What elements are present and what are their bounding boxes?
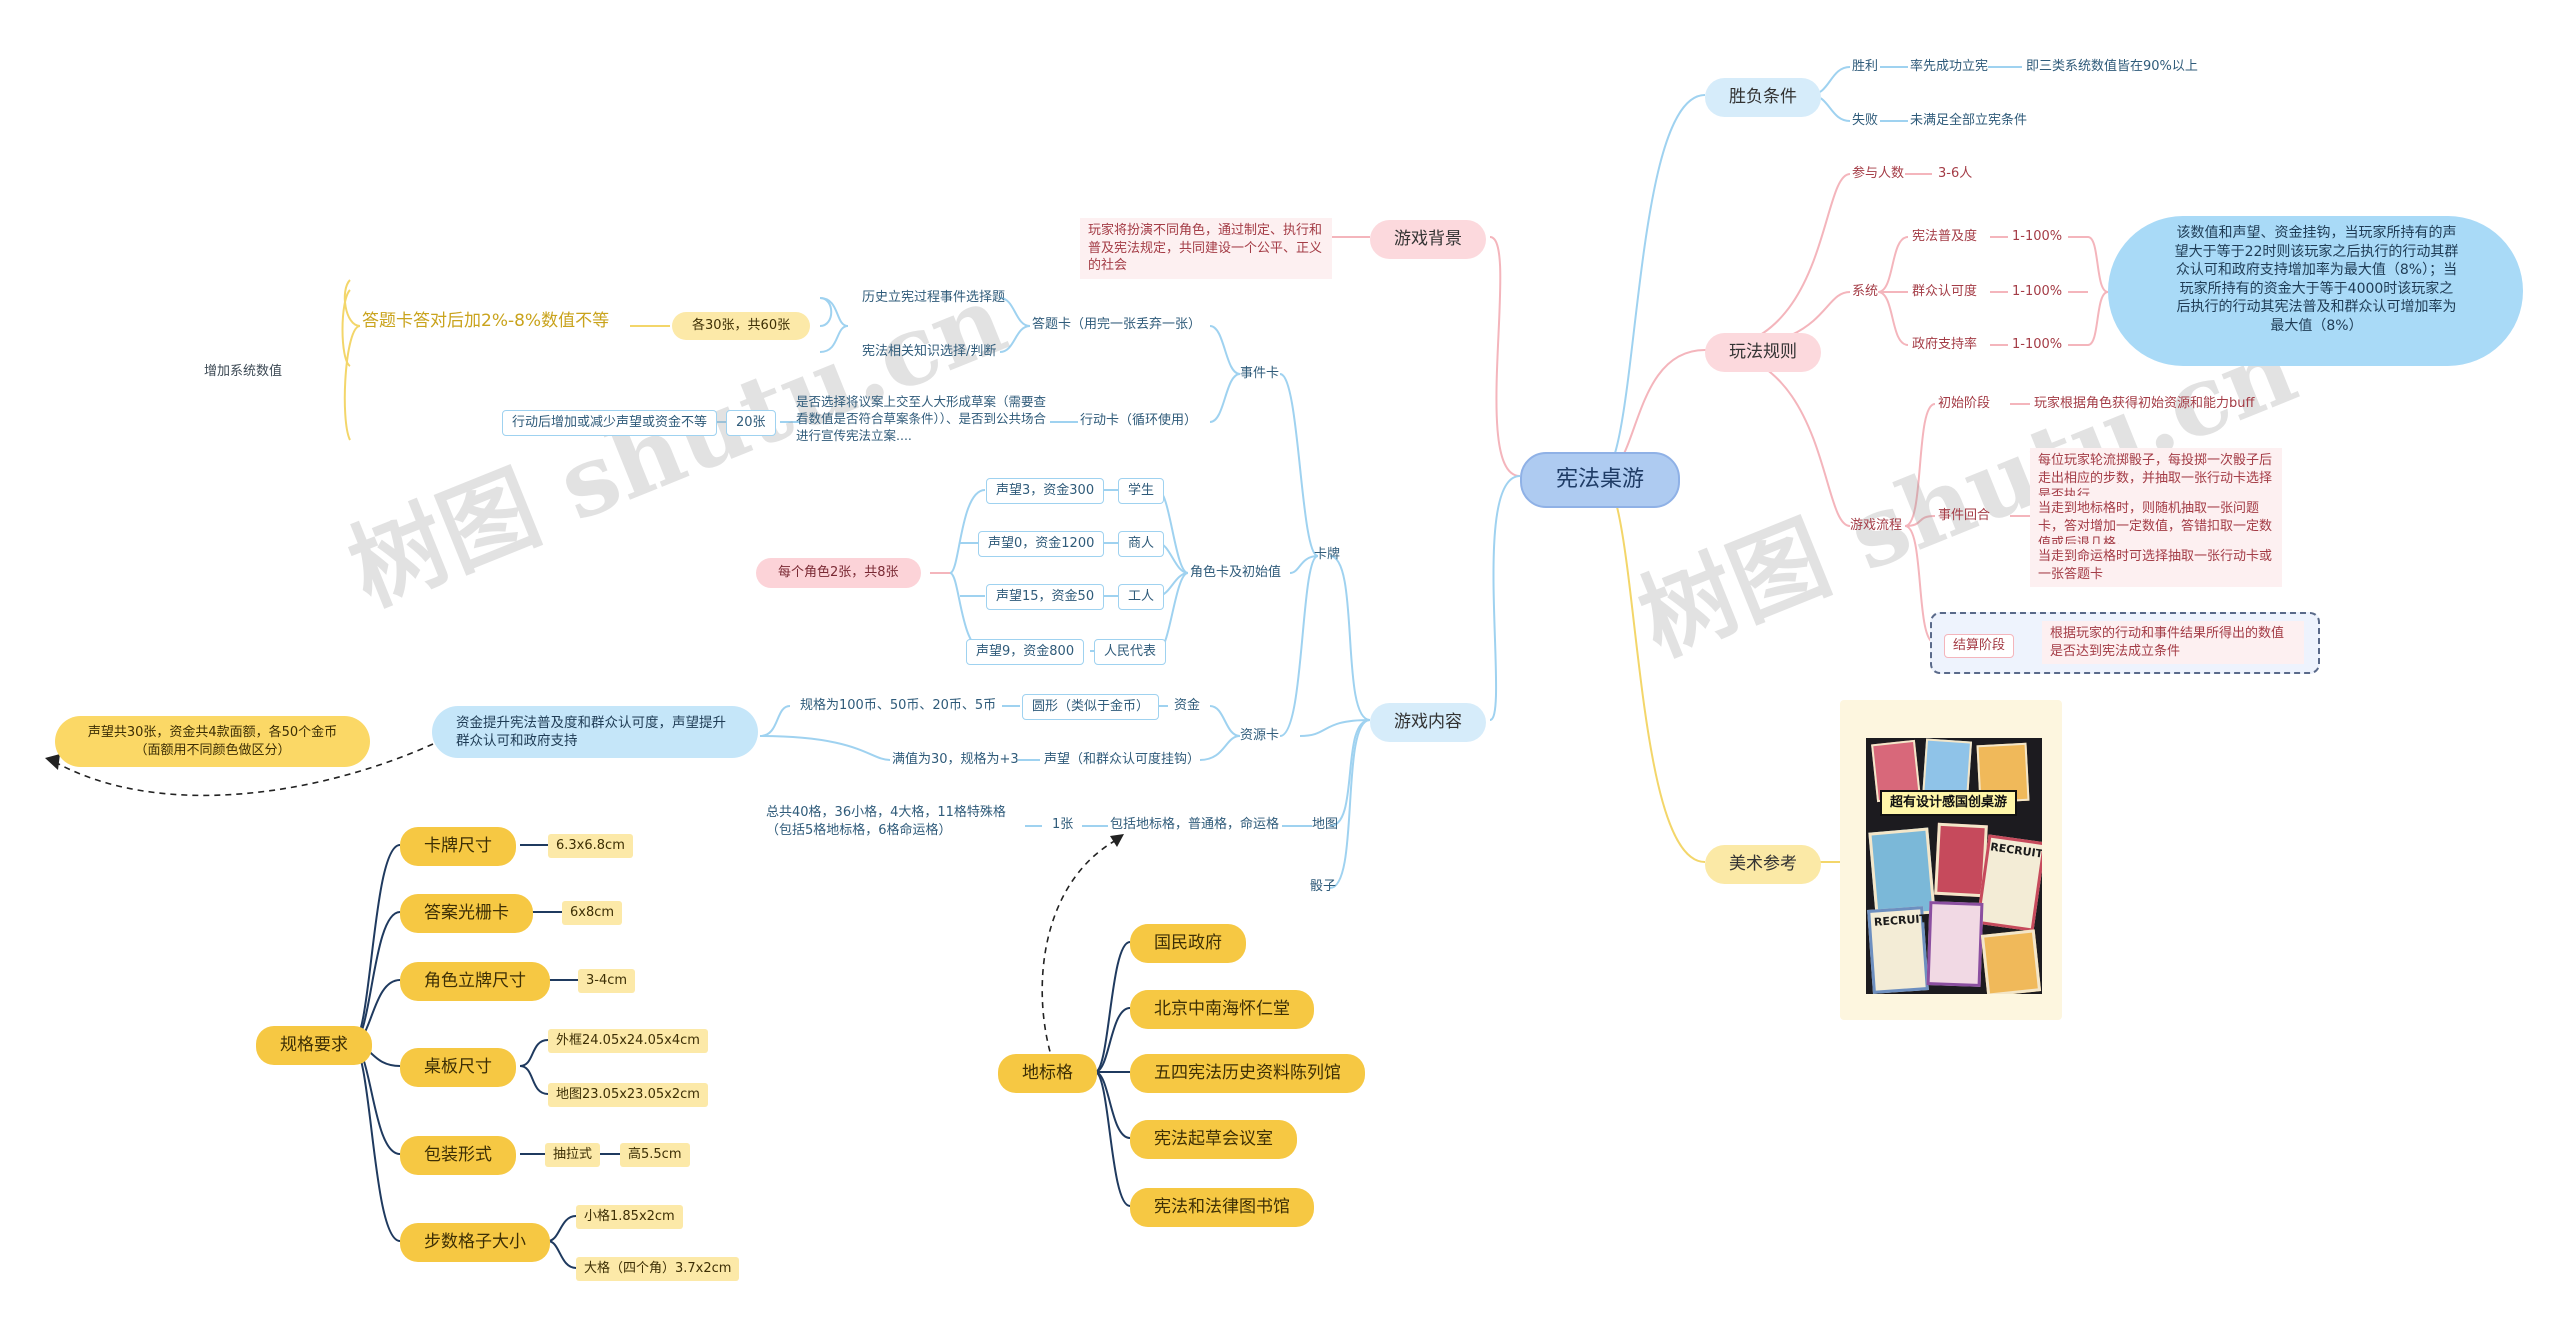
quiz-bonus[interactable]: 答题卡答对后加2%-8%数值不等 — [362, 311, 610, 331]
step-size-label[interactable]: 步数格子大小 — [400, 1223, 550, 1262]
players-label[interactable]: 参与人数 — [1852, 166, 1905, 181]
role-name-2[interactable]: 商人 — [1118, 531, 1165, 557]
board-outer-value[interactable]: 外框24.05x24.05x4cm — [548, 1029, 708, 1053]
event-card-label[interactable]: 事件卡 — [1240, 366, 1280, 381]
stat-name-3[interactable]: 政府支持率 — [1912, 337, 1978, 352]
stat-name-1[interactable]: 宪法普及度 — [1912, 229, 1978, 244]
init-text[interactable]: 玩家根据角色获得初始资源和能力buff — [2034, 396, 2255, 411]
role-init-3[interactable]: 声望15，资金50 — [986, 584, 1105, 610]
quiz-source-2[interactable]: 宪法相关知识选择/判断 — [862, 344, 997, 359]
art-node[interactable]: 美术参考 — [1705, 845, 1821, 884]
map-description[interactable]: 总共40格，36小格，4大格，11格特殊格（包括5格地标格，6格命运格） — [766, 805, 1006, 838]
card-size-value[interactable]: 6.3x6.8cm — [548, 834, 633, 858]
stat-range-3[interactable]: 1-100% — [2012, 337, 2063, 352]
role-count[interactable]: 每个角色2张，共8张 — [756, 558, 921, 588]
rules-node[interactable]: 玩法规则 — [1705, 333, 1821, 372]
resource-label[interactable]: 资源卡 — [1240, 728, 1280, 743]
quiz-card[interactable]: 答题卡（用完一张丢弃一张） — [1032, 317, 1202, 332]
settle-text[interactable]: 根据玩家的行动和事件结果所得出的数值是否达到宪法成立条件 — [2042, 621, 2304, 665]
landmark-3[interactable]: 五四宪法历史资料陈列馆 — [1130, 1054, 1365, 1093]
map-count[interactable]: 1张 — [1052, 817, 1074, 832]
role-init-2[interactable]: 声望0，资金1200 — [978, 531, 1105, 557]
win-condition[interactable]: 率先成功立宪 — [1910, 59, 1989, 74]
card-size-label[interactable]: 卡牌尺寸 — [400, 827, 516, 866]
resource-description[interactable]: 资金提升宪法普及度和群众认可度，声望提升群众认可和政府支持 — [432, 706, 758, 759]
pack-type[interactable]: 抽拉式 — [545, 1143, 601, 1167]
stand-size-value[interactable]: 3-4cm — [578, 969, 636, 993]
background-text[interactable]: 玩家将扮演不同角色，通过制定、执行和普及宪法规定，共同建设一个公平、正义的社会 — [1080, 218, 1332, 279]
role-name-1[interactable]: 学生 — [1118, 478, 1165, 504]
card-illustration-8 — [1926, 901, 1984, 987]
answer-card-value[interactable]: 6x8cm — [562, 901, 623, 925]
board-map-value[interactable]: 地图23.05x23.05x2cm — [548, 1083, 708, 1107]
role-init-1[interactable]: 声望3，资金300 — [986, 478, 1105, 504]
coin-values[interactable]: 规格为100币、50币、20币、5币 — [800, 698, 997, 713]
map-label[interactable]: 地图 — [1312, 817, 1339, 832]
stat-range-1[interactable]: 1-100% — [2012, 229, 2063, 244]
card-illustration-9 — [1980, 929, 2042, 994]
card-illustration-4 — [1868, 827, 1936, 919]
art-reference-image[interactable]: 超有设计感国创桌游 RECRUIT RECRUIT — [1866, 738, 2042, 994]
step-big-value[interactable]: 大格（四个角）3.7x2cm — [576, 1257, 740, 1281]
action-card[interactable]: 行动卡（循环使用） — [1080, 413, 1198, 428]
quiz-source-1[interactable]: 历史立宪过程事件选择题 — [862, 290, 1006, 305]
board-size-label[interactable]: 桌板尺寸 — [400, 1048, 516, 1087]
role-card-label[interactable]: 角色卡及初始值 — [1190, 565, 1282, 580]
resource-total[interactable]: 声望共30张，资金共4款面额，各50个金币（面额用不同颜色做区分） — [55, 716, 370, 768]
action-effect[interactable]: 行动后增加或减少声望或资金不等 — [502, 410, 718, 436]
landmark-1[interactable]: 国民政府 — [1130, 924, 1246, 963]
root-node[interactable]: 宪法桌游 — [1520, 452, 1681, 508]
specs-node[interactable]: 规格要求 — [256, 1026, 372, 1065]
rep-label[interactable]: 声望（和群众认可度挂钩） — [1044, 752, 1201, 767]
stat-range-2[interactable]: 1-100% — [2012, 284, 2063, 299]
win-detail[interactable]: 即三类系统数值皆在90%以上 — [2026, 59, 2198, 74]
stat-note-text: 该数值和声望、资金挂钩，当玩家所持有的声望大于等于22时则该玩家之后执行的行动其… — [2174, 225, 2459, 335]
rep-values[interactable]: 满值为30，规格为+3 — [892, 752, 1019, 767]
landmark-5[interactable]: 宪法和法律图书馆 — [1130, 1188, 1314, 1227]
system-label[interactable]: 系统 — [1852, 284, 1879, 299]
action-count[interactable]: 20张 — [726, 410, 776, 436]
flow-label[interactable]: 游戏流程 — [1850, 518, 1903, 533]
init-label[interactable]: 初始阶段 — [1938, 396, 1991, 411]
map-types[interactable]: 包括地标格，普通格，命运格 — [1110, 817, 1280, 832]
pack-height[interactable]: 高5.5cm — [620, 1143, 690, 1167]
stat-name-2[interactable]: 群众认可度 — [1912, 284, 1978, 299]
landmark-4[interactable]: 宪法起草会议室 — [1130, 1120, 1297, 1159]
add-value-label[interactable]: 增加系统数值 — [190, 357, 297, 387]
answer-card-label[interactable]: 答案光栅卡 — [400, 894, 533, 933]
win-label[interactable]: 胜利 — [1852, 59, 1879, 74]
role-init-4[interactable]: 声望9，资金800 — [966, 639, 1085, 665]
landmarks-node[interactable]: 地标格 — [998, 1054, 1097, 1093]
event-label[interactable]: 事件回合 — [1938, 508, 1991, 523]
stand-size-label[interactable]: 角色立牌尺寸 — [400, 962, 550, 1001]
coin-label[interactable]: 圆形（类似于金币） — [1022, 694, 1160, 720]
content-node[interactable]: 游戏内容 — [1370, 703, 1486, 742]
role-name-3[interactable]: 工人 — [1118, 584, 1165, 610]
settle-label[interactable]: 结算阶段 — [1944, 634, 2015, 658]
fund-label[interactable]: 资金 — [1174, 698, 1201, 713]
quiz-count[interactable]: 各30张，共60张 — [672, 312, 811, 340]
shengfu-node[interactable]: 胜负条件 — [1705, 78, 1821, 117]
dice-label[interactable]: 骰子 — [1310, 879, 1337, 894]
background-node[interactable]: 游戏背景 — [1370, 220, 1486, 259]
poster-caption: 超有设计感国创桌游 — [1880, 790, 2018, 816]
pack-label[interactable]: 包装形式 — [400, 1136, 516, 1175]
lose-label[interactable]: 失败 — [1852, 113, 1879, 128]
players-value[interactable]: 3-6人 — [1938, 166, 1973, 181]
lose-condition[interactable]: 未满足全部立宪条件 — [1910, 113, 2028, 128]
action-description[interactable]: 是否选择将议案上交至人大形成草案（需要查看数值是否符合草案条件））、是否到公共场… — [796, 394, 1047, 443]
role-name-4[interactable]: 人民代表 — [1094, 639, 1167, 665]
step-small-value[interactable]: 小格1.85x2cm — [576, 1205, 683, 1229]
landmark-2[interactable]: 北京中南海怀仁堂 — [1130, 990, 1314, 1029]
cards-label[interactable]: 卡牌 — [1314, 547, 1341, 562]
card-illustration-5 — [1934, 822, 1988, 898]
event-text-3[interactable]: 当走到命运格时可选择抽取一张行动卡或一张答题卡 — [2030, 544, 2282, 588]
stat-note-bubble[interactable]: 该数值和声望、资金挂钩，当玩家所持有的声望大于等于22时则该玩家之后执行的行动其… — [2108, 216, 2523, 366]
